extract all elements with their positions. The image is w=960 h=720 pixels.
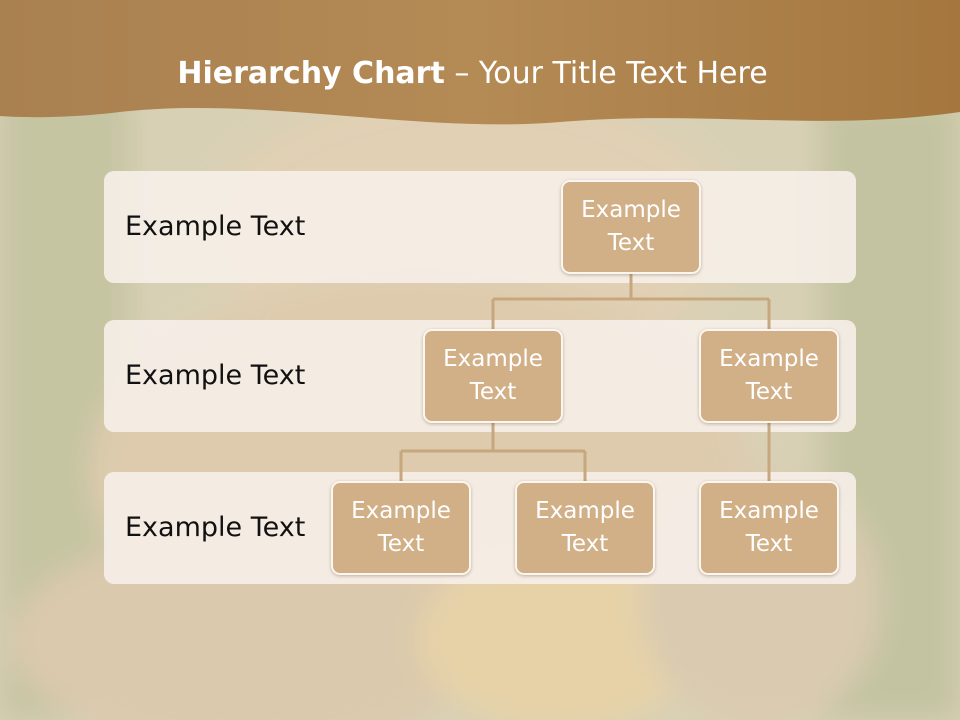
level-label-3: Example Text [125,512,306,543]
node-level2-right: Example Text [699,329,839,423]
node-level3-1-text: Example Text [351,498,451,557]
node-level2-right-text: Example Text [719,346,819,405]
level-label-2: Example Text [125,360,306,391]
node-level3-2: Example Text [515,481,655,575]
node-root: Example Text [561,180,701,274]
slide-title: Hierarchy Chart – Your Title Text Here [0,56,945,91]
title-rest-part: – Your Title Text Here [444,56,768,91]
node-level2-left-text: Example Text [443,346,543,405]
node-level3-2-text: Example Text [535,498,635,557]
node-level2-left: Example Text [423,329,563,423]
level-label-1: Example Text [125,211,306,242]
node-root-text: Example Text [581,197,681,256]
title-bold-part: Hierarchy Chart [177,56,445,91]
node-level3-1: Example Text [331,481,471,575]
node-level3-3: Example Text [699,481,839,575]
node-level3-3-text: Example Text [719,498,819,557]
level-band-1: Example Text [104,171,856,283]
